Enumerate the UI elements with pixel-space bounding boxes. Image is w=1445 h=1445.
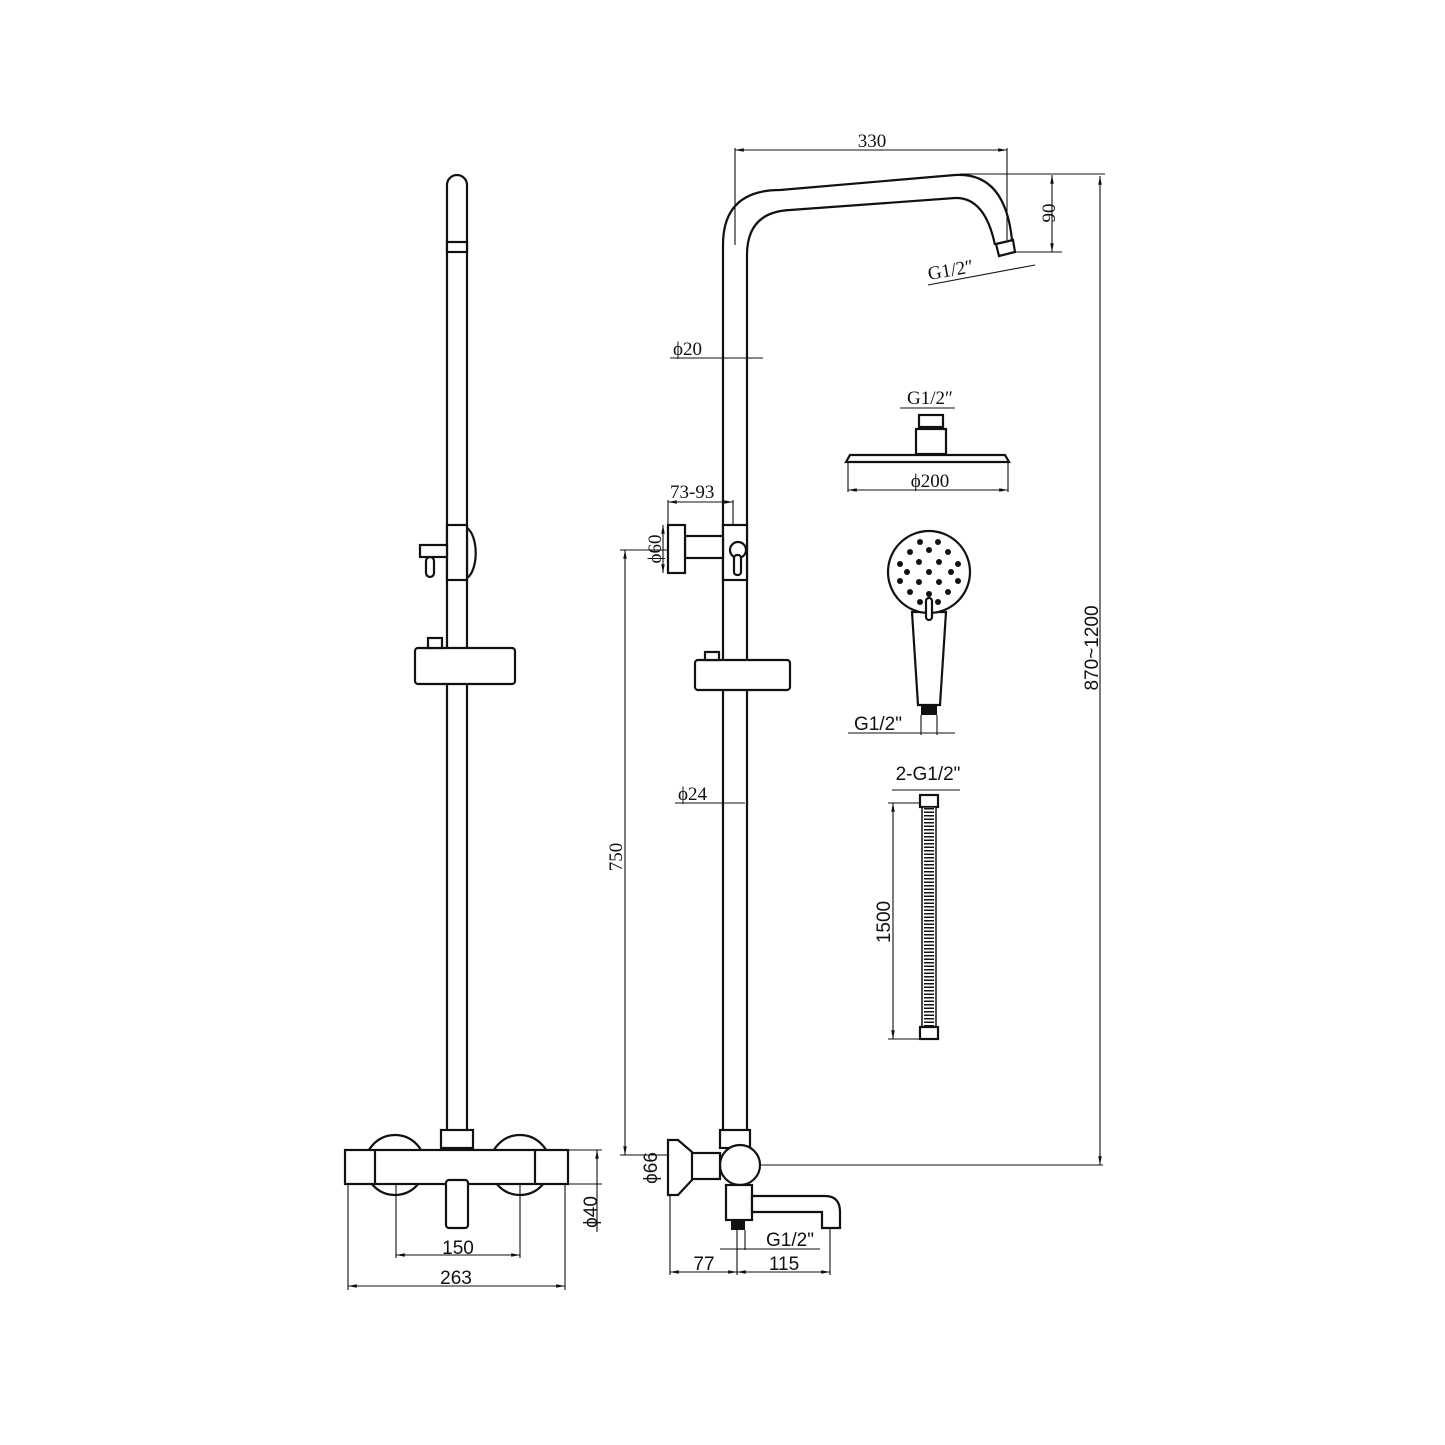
bracket-wall-disc [666, 523, 687, 575]
arm-outer [721, 173, 1014, 1130]
bath-spout [750, 1194, 842, 1230]
dim-knob-spacing: 150 [442, 1238, 474, 1259]
rod-coupling [439, 1128, 475, 1150]
dim-bracket-diameter: ϕ60 [645, 534, 666, 563]
dim-total-height: 870~1200 [1082, 605, 1103, 690]
slider-button [426, 636, 444, 650]
bracket-knob [418, 543, 449, 559]
spout [444, 1178, 470, 1230]
hand-shower-button [924, 596, 934, 622]
hand-shower-thread-label: G1/2" [854, 714, 902, 735]
dim-wall-offset: 77 [693, 1254, 714, 1275]
riser-rod [445, 173, 469, 1135]
dim-lower-tube: ϕ24 [678, 784, 708, 805]
arm-inner [745, 196, 997, 1130]
diverter-valve [718, 1143, 762, 1187]
head-diameter: ϕ200 [911, 471, 950, 492]
valve-wall-disc [666, 1138, 694, 1197]
dim-body-diameter: ϕ40 [581, 1196, 602, 1228]
spray-nozzles [897, 539, 961, 605]
hose-detail: 2-G1/2" 1500 [874, 764, 961, 1041]
hand-shower-thread [921, 705, 937, 715]
hose-top-nut [918, 793, 940, 809]
arm-connector [994, 238, 1017, 258]
head-thread: G1/2″ [907, 388, 953, 409]
rod-band [445, 240, 469, 254]
hand-shower-detail: G1/2" [848, 529, 972, 735]
hose-thread-label: 2-G1/2" [896, 764, 961, 785]
bracket-disc [466, 527, 477, 579]
head-shower-detail: G1/2″ ϕ200 [844, 388, 1011, 492]
dim-valve-diameter: ϕ66 [641, 1152, 662, 1184]
hose-length: 1500 [874, 901, 895, 943]
dim-spout-reach: 115 [769, 1254, 799, 1275]
head-plate [844, 453, 1011, 464]
dim-bracket-depth: 73-93 [670, 482, 714, 503]
valve-connector [688, 1151, 722, 1181]
outlet-thread [731, 1220, 745, 1230]
hose-bottom-nut [918, 1025, 940, 1041]
hand-shower-handle [910, 610, 948, 707]
dim-outlet-thread: G1/2" [766, 1230, 814, 1251]
side-slider [693, 658, 792, 692]
thermostat-body [343, 1148, 570, 1186]
head-connector [917, 413, 945, 429]
dim-body-width: 263 [440, 1268, 472, 1289]
front-view: 150 263 ϕ40 [343, 173, 602, 1290]
wall-bracket [445, 523, 469, 582]
spout-body [724, 1183, 754, 1222]
dim-bracket-height: 750 [606, 843, 627, 872]
dim-arm-drop: 90 [1039, 204, 1060, 223]
dim-upper-tube: ϕ20 [673, 339, 702, 360]
slider [413, 646, 517, 686]
bracket-arm [683, 534, 725, 560]
side-view: 330 90 870~1200 G1/2″ ϕ20 73-93 ϕ60 750 … [606, 131, 1105, 1275]
dim-arm-thread: G1/2″ [926, 256, 975, 285]
bracket-lever [424, 555, 436, 579]
dim-arm-reach: 330 [858, 131, 887, 152]
